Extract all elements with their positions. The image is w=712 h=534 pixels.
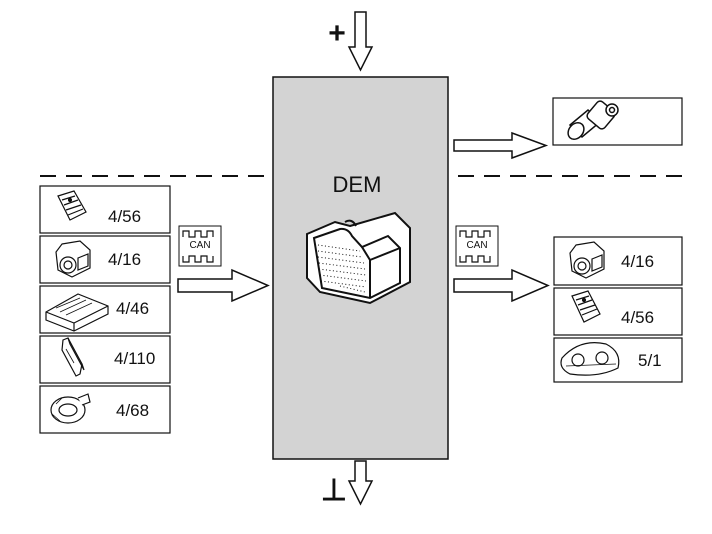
steering-sensor-icon — [50, 393, 91, 424]
input-module-4-110: 4/110 — [39, 335, 171, 384]
camera-module-icon — [55, 240, 91, 278]
can-bus-input-icon: CAN — [178, 225, 222, 267]
input-module-4-68: 4/68 — [39, 385, 171, 434]
svg-text:5/1: 5/1 — [638, 351, 662, 370]
can-input-arrow — [177, 268, 270, 303]
input-module-4-46: 4/46 — [39, 285, 171, 334]
camera-module-icon — [569, 241, 605, 279]
control-module-icon — [571, 290, 601, 323]
svg-text:4/56: 4/56 — [108, 207, 141, 226]
control-module-icon — [57, 190, 87, 221]
actuator-output-arrow — [453, 131, 549, 160]
dem-module-icon — [306, 211, 411, 305]
output-module-4-56: 4/56 — [553, 287, 683, 336]
positive-symbol: + — [328, 17, 346, 50]
svg-text:4/56: 4/56 — [621, 308, 654, 327]
valve-actuator-icon — [567, 100, 619, 140]
svg-text:4/16: 4/16 — [621, 252, 654, 271]
can-output-arrow — [453, 268, 550, 303]
power-in-arrow — [347, 11, 374, 72]
input-module-4-56: 4/56 — [39, 185, 171, 234]
ground-arrow — [347, 460, 374, 506]
svg-text:CAN: CAN — [466, 240, 487, 251]
svg-text:4/46: 4/46 — [116, 299, 149, 318]
svg-text:CAN: CAN — [189, 240, 210, 251]
dem-label: DEM — [333, 172, 382, 197]
svg-text:4/110: 4/110 — [114, 349, 155, 368]
sensor-unit-icon — [61, 337, 85, 377]
input-module-4-16: 4/16 — [39, 235, 171, 284]
ground-symbol: ⊥ — [321, 474, 347, 507]
svg-text:4/16: 4/16 — [108, 250, 141, 269]
output-module-5-1: 5/1 — [553, 337, 683, 383]
svg-text:4/68: 4/68 — [116, 401, 149, 420]
ecu-box-icon — [45, 293, 109, 332]
can-bus-output-icon: CAN — [455, 225, 499, 267]
output-module-4-16: 4/16 — [553, 236, 683, 286]
instrument-cluster-icon — [560, 342, 620, 376]
